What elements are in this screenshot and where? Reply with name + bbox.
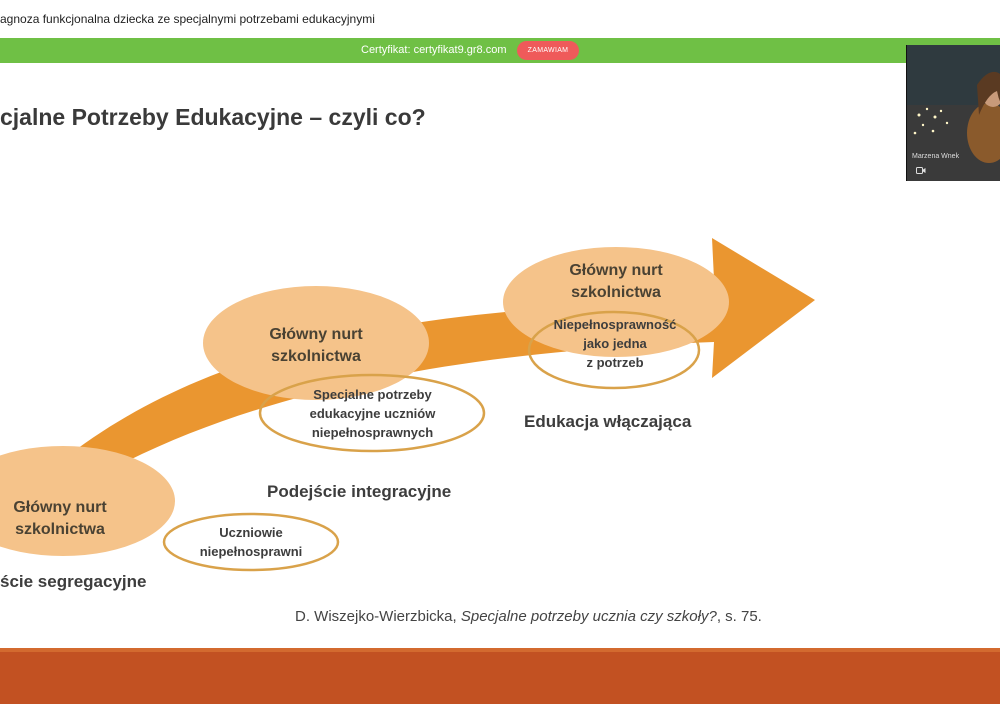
stage3-sub-ellipse [527,310,701,390]
stage3-main-label: Główny nurt szkolnictwa [569,262,663,301]
slide-footer-band [0,648,1000,704]
citation: D. Wiszejko-Wierzbicka, Specjalne potrze… [295,608,762,625]
window-title: agnoza funkcjonalna dziecka ze specjalny… [0,12,375,26]
stage2-sub-ellipse [258,373,486,453]
stage3-section-label: Edukacja włączająca [524,412,692,431]
stage2-main-ellipse [203,286,429,400]
order-button[interactable]: ZAMAWIAM [517,41,579,60]
certificate-bar: Certyfikat: certyfikat9.gr8.com ZAMAWIAM [0,38,1000,63]
progression-arrow [60,238,815,470]
stage3-main-ellipse [503,247,729,357]
citation-work-title: Specjalne potrzeby ucznia czy szkoły? [460,608,717,625]
participant-name: Marzena Wnek [912,153,960,160]
stage1-main-label: Główny nurt szkolnictwa [13,499,107,538]
stage2-sub-label: Specjalne potrzeby edukacyjne uczniów ni… [309,387,436,440]
camera-icon[interactable] [916,167,926,174]
participant-video-feed [907,45,1000,181]
stage3-sub-label: Niepełnosprawność jako jedna z potrzeb [553,317,677,370]
participant-video-tile[interactable]: Marzena Wnek [906,45,1000,181]
stage1-section-label: ście segregacyjne [0,572,147,591]
stage1-main-ellipse [0,446,175,556]
stage2-section-label: Podejście integracyjne [267,482,452,501]
stage1-sub-ellipse [162,512,340,572]
stage2-main-label: Główny nurt szkolnictwa [269,326,363,365]
certificate-text[interactable]: Certyfikat: certyfikat9.gr8.com [361,44,507,56]
slide-title: cjalne Potrzeby Edukacyjne – czyli co? [0,104,426,130]
stage1-sub-label: Uczniowie niepełnosprawni [199,525,303,559]
